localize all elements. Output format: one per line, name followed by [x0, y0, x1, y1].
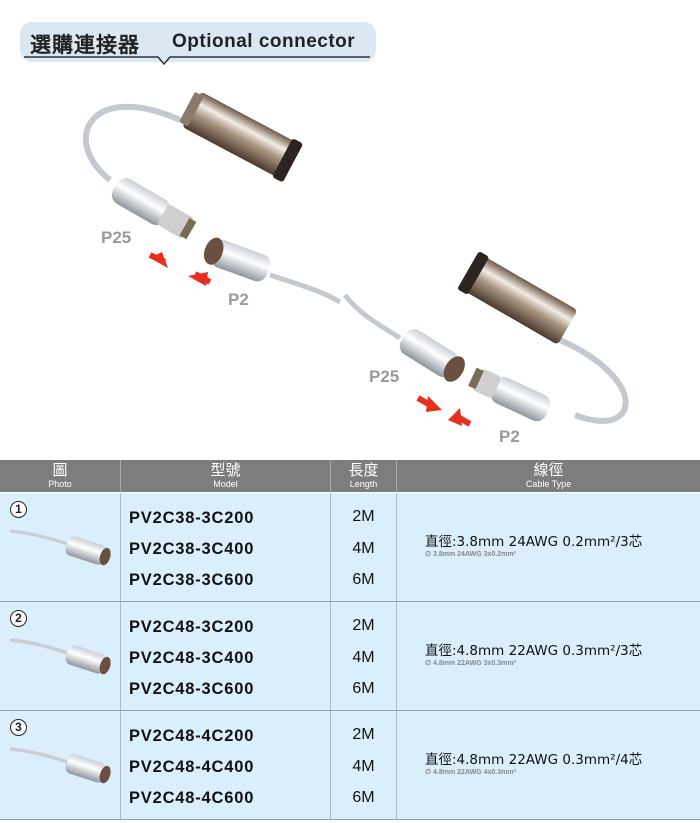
label-p25-2: P25 [369, 367, 400, 386]
model-number: PV2C38-3C200 [129, 509, 255, 527]
length-cell: 2M 4M 6M [331, 711, 397, 819]
model-number: PV2C48-4C200 [129, 727, 255, 745]
length-value: 6M [352, 571, 375, 588]
length-value: 4M [352, 540, 375, 557]
connector-p2-1 [204, 237, 342, 305]
cable-cell: 直徑:4.8mm 22AWG 0.3mm²/3芯 ∅ 4.8mm 22AWG 3… [397, 602, 699, 710]
header-tag [20, 22, 376, 62]
cable-spec-sub: ∅ 4.8mm 22AWG 4x0.3mm² [425, 769, 516, 776]
length-cell: 2M 4M 6M [331, 493, 397, 601]
table-row: 1 PV2C38-3C200 PV2C38-3C400 PV2C38-3C600… [0, 493, 700, 602]
model-number: PV2C48-4C600 [129, 789, 255, 807]
row-number: 3 [10, 719, 27, 736]
model-cell: PV2C48-4C200 PV2C48-4C400 PV2C48-4C600 [121, 711, 331, 819]
cable-spec: 直徑:3.8mm 24AWG 0.2mm²/3芯 [425, 534, 643, 550]
model-number: PV2C48-4C400 [129, 758, 255, 776]
length-value: 2M [352, 726, 375, 743]
connector-illustration [82, 92, 629, 427]
label-p2-2: P2 [499, 427, 520, 446]
cable-connector-photo [9, 529, 111, 566]
connector-p2-2 [468, 367, 551, 422]
arrow-icon [148, 252, 212, 286]
label-p25-1: P25 [101, 228, 132, 247]
header-title-en: Optional connector [172, 31, 356, 52]
model-cell: PV2C38-3C200 PV2C38-3C400 PV2C38-3C600 [121, 493, 331, 601]
sensor-2 [458, 252, 629, 424]
row-number: 1 [10, 501, 27, 518]
model-number: PV2C38-3C600 [129, 571, 255, 589]
model-number: PV2C48-3C400 [129, 649, 255, 667]
cable-cell: 直徑:3.8mm 24AWG 0.2mm²/3芯 ∅ 3.8mm 24AWG 3… [397, 493, 699, 601]
connector-p25-2 [343, 293, 465, 382]
length-value: 4M [352, 649, 375, 666]
cable-spec: 直徑:4.8mm 22AWG 0.3mm²/3芯 [425, 643, 643, 659]
header-underline [24, 56, 370, 66]
cable-connector-photo [9, 638, 111, 675]
cable-spec: 直徑:4.8mm 22AWG 0.3mm²/4芯 [425, 752, 643, 768]
photo-cell: 2 [0, 602, 121, 710]
header-title-zh: 選購連接器 [30, 33, 140, 57]
arrow-icon [416, 395, 472, 427]
length-value: 2M [352, 617, 375, 634]
length-value: 2M [352, 508, 375, 525]
sensor-1 [82, 92, 303, 183]
length-value: 6M [352, 680, 375, 697]
row-number: 2 [10, 610, 27, 627]
connector-p25-1 [111, 178, 197, 240]
table-row: 3 PV2C48-4C200 PV2C48-4C400 PV2C48-4C600… [0, 711, 700, 820]
cable-spec-sub: ∅ 3.8mm 24AWG 3x0.2mm² [425, 551, 516, 558]
model-number: PV2C48-3C200 [129, 618, 255, 636]
cable-connector-photo [9, 747, 111, 784]
label-p2-1: P2 [228, 290, 249, 309]
photo-cell: 1 [0, 493, 121, 601]
cable-cell: 直徑:4.8mm 22AWG 0.3mm²/4芯 ∅ 4.8mm 22AWG 4… [397, 711, 699, 819]
length-cell: 2M 4M 6M [331, 602, 397, 710]
model-number: PV2C48-3C600 [129, 680, 255, 698]
model-cell: PV2C48-3C200 PV2C48-3C400 PV2C48-3C600 [121, 602, 331, 710]
table-row: 2 PV2C48-3C200 PV2C48-3C400 PV2C48-3C600… [0, 602, 700, 711]
length-value: 6M [352, 789, 375, 806]
model-number: PV2C38-3C400 [129, 540, 255, 558]
photo-cell: 3 [0, 711, 121, 819]
length-value: 4M [352, 758, 375, 775]
cable-spec-sub: ∅ 4.8mm 22AWG 3x0.3mm² [425, 660, 516, 667]
